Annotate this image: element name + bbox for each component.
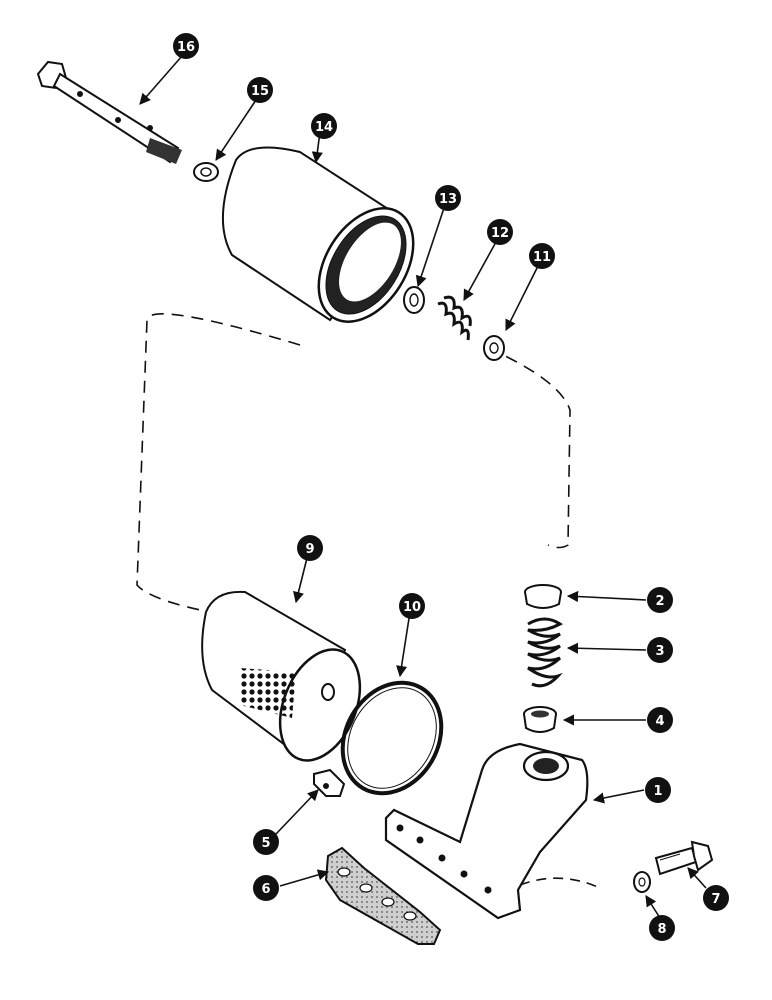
leader-lines xyxy=(139,55,707,919)
callout-15: 15 xyxy=(247,77,273,103)
callout-11: 11 xyxy=(529,243,555,269)
callout-label-15: 15 xyxy=(251,84,269,99)
callout-3: 3 xyxy=(647,637,673,663)
callout-label-9: 9 xyxy=(305,542,314,557)
part-15-washer xyxy=(193,162,219,182)
callout-4: 4 xyxy=(647,707,673,733)
callout-9: 9 xyxy=(297,535,323,561)
callout-16: 16 xyxy=(173,33,199,59)
part-12-spring xyxy=(437,295,472,341)
callout-7: 7 xyxy=(703,885,729,911)
callout-label-14: 14 xyxy=(315,120,333,135)
part-9-filter-element xyxy=(201,590,362,762)
callout-1: 1 xyxy=(645,777,671,803)
part-10-oring xyxy=(340,680,444,796)
callout-label-16: 16 xyxy=(177,40,195,55)
callout-10: 10 xyxy=(399,593,425,619)
callout-label-3: 3 xyxy=(655,644,664,659)
callout-2: 2 xyxy=(647,587,673,613)
part-13-seal xyxy=(403,286,425,314)
callout-label-5: 5 xyxy=(261,836,270,851)
part-16-bolt xyxy=(36,60,182,164)
assembly-dashed-line xyxy=(136,313,571,613)
callout-label-4: 4 xyxy=(655,714,664,729)
callout-label-6: 6 xyxy=(261,882,270,897)
callout-13: 13 xyxy=(435,185,461,211)
callout-label-12: 12 xyxy=(491,226,509,241)
callout-5: 5 xyxy=(253,829,279,855)
callout-8: 8 xyxy=(649,915,675,941)
part-11-washer xyxy=(483,335,505,361)
callout-12: 12 xyxy=(487,219,513,245)
callout-label-7: 7 xyxy=(711,892,720,907)
callout-label-2: 2 xyxy=(655,594,664,609)
part-3-spring xyxy=(527,617,563,688)
callout-label-10: 10 xyxy=(403,600,421,615)
callout-label-11: 11 xyxy=(533,250,551,265)
callout-label-1: 1 xyxy=(653,784,662,799)
part-7-bolt xyxy=(654,840,714,876)
callout-label-13: 13 xyxy=(439,192,457,207)
part-4-valve xyxy=(523,706,557,733)
callout-label-8: 8 xyxy=(657,922,666,937)
callout-14: 14 xyxy=(311,113,337,139)
part-8-washer xyxy=(633,871,651,893)
assembly-dashed-line-lower xyxy=(519,877,601,889)
part-5-fitting xyxy=(313,768,346,797)
part-14-housing xyxy=(221,146,415,323)
callout-6: 6 xyxy=(253,875,279,901)
part-6-gasket xyxy=(324,846,442,945)
part-2-cap xyxy=(524,584,562,609)
part-1-filter-head xyxy=(384,742,589,920)
